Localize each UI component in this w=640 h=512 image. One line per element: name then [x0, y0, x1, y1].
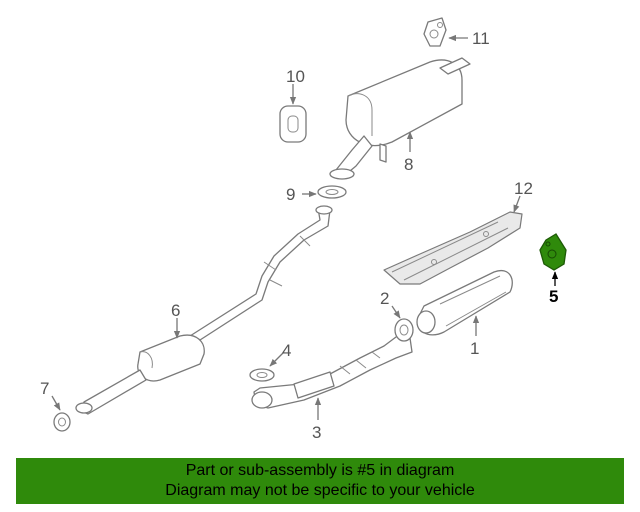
part-10-rubber-hanger[interactable]	[279, 105, 307, 143]
callout-5: 5	[549, 287, 558, 306]
callout-2: 2	[380, 289, 389, 308]
banner-line-2: Diagram may not be specific to your vehi…	[165, 482, 475, 499]
info-banner: Part or sub-assembly is #5 in diagram Di…	[16, 458, 624, 504]
callout-9: 9	[286, 185, 295, 204]
callout-6: 6	[171, 301, 180, 320]
part-11-hanger[interactable]	[423, 17, 447, 47]
exhaust-system-diagram: 11 10 8 9 6 7	[40, 17, 567, 442]
callout-3: 3	[312, 423, 321, 442]
callout-11: 11	[472, 29, 490, 48]
banner-line-1: Part or sub-assembly is #5 in diagram	[185, 462, 455, 479]
callout-12: 12	[514, 179, 533, 198]
part-6-center-pipe[interactable]	[75, 205, 333, 415]
callout-10: 10	[286, 67, 305, 86]
part-4-gasket[interactable]	[249, 368, 275, 382]
part-2-gasket[interactable]	[394, 318, 414, 342]
callout-8: 8	[404, 155, 413, 174]
part-3-front-pipe[interactable]	[251, 333, 413, 409]
part-5-hanger-highlighted[interactable]	[539, 233, 567, 271]
part-8-muffler[interactable]	[329, 57, 471, 180]
part-9-gasket[interactable]	[317, 185, 347, 199]
callout-1: 1	[470, 339, 479, 358]
part-1-catalytic-converter[interactable]	[416, 269, 513, 336]
callout-4: 4	[282, 341, 291, 360]
part-7-rubber-ring[interactable]	[53, 412, 71, 432]
callout-7: 7	[40, 379, 49, 398]
part-12-heat-shield[interactable]	[383, 211, 523, 285]
